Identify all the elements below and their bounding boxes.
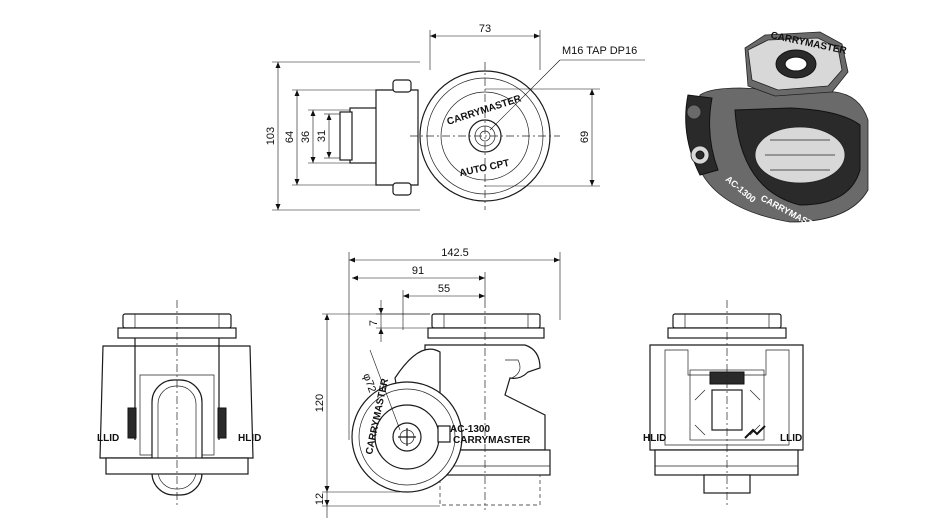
tap-leader: M16 TAP DP16 xyxy=(489,45,645,131)
svg-text:φ72: φ72 xyxy=(360,372,378,394)
svg-text:7: 7 xyxy=(368,320,380,326)
side-model-label: AC-1300 xyxy=(450,424,490,435)
svg-text:31: 31 xyxy=(316,130,328,142)
svg-text:91: 91 xyxy=(412,265,424,277)
rear-side-left: HLID xyxy=(643,433,666,444)
dim-7: 7 xyxy=(368,300,430,342)
isometric-view: CARRYMASTER CARRYMASTER AC-1300 xyxy=(685,30,869,235)
svg-text:69: 69 xyxy=(579,131,591,143)
top-view: CARRYMASTER AUTO CPT 73 M16 TAP DP16 103 xyxy=(265,23,645,211)
dim-64: 64 xyxy=(284,89,376,186)
dim-31: 31 xyxy=(316,113,340,159)
svg-text:64: 64 xyxy=(284,131,296,143)
side-cap xyxy=(431,313,541,329)
dim-103: 103 xyxy=(265,61,420,211)
dim-91: 91 xyxy=(352,265,486,300)
rear-side-right: LLID xyxy=(780,433,802,444)
dim-12: 12 xyxy=(314,492,440,518)
dim-73: 73 xyxy=(429,23,541,70)
svg-text:12: 12 xyxy=(314,493,326,505)
dim-73-label: 73 xyxy=(479,23,491,35)
dim-55: 55 xyxy=(402,283,485,330)
rear-logo-icon xyxy=(744,425,766,439)
front-view: LLID HLID xyxy=(97,300,261,505)
dim-69: 69 xyxy=(485,88,600,187)
svg-text:120: 120 xyxy=(314,394,326,412)
dim-142-5: 142.5 xyxy=(348,247,561,440)
top-bracket-arm xyxy=(375,89,419,186)
side-view: CARRYMASTER AC-1300 CARRYMASTER 142.5 91… xyxy=(314,247,561,518)
rear-view: HLID LLID xyxy=(643,300,804,505)
tap-note: M16 TAP DP16 xyxy=(562,45,637,57)
dim-36: 36 xyxy=(300,109,350,164)
side-brand-label: CARRYMASTER xyxy=(453,435,531,446)
front-side-right: HLID xyxy=(238,433,261,444)
svg-text:36: 36 xyxy=(300,131,312,143)
svg-text:55: 55 xyxy=(438,283,450,295)
svg-text:142.5: 142.5 xyxy=(441,247,469,259)
dim-120: 120 xyxy=(314,313,430,493)
front-side-left: LLID xyxy=(97,433,119,444)
svg-text:103: 103 xyxy=(265,127,277,145)
